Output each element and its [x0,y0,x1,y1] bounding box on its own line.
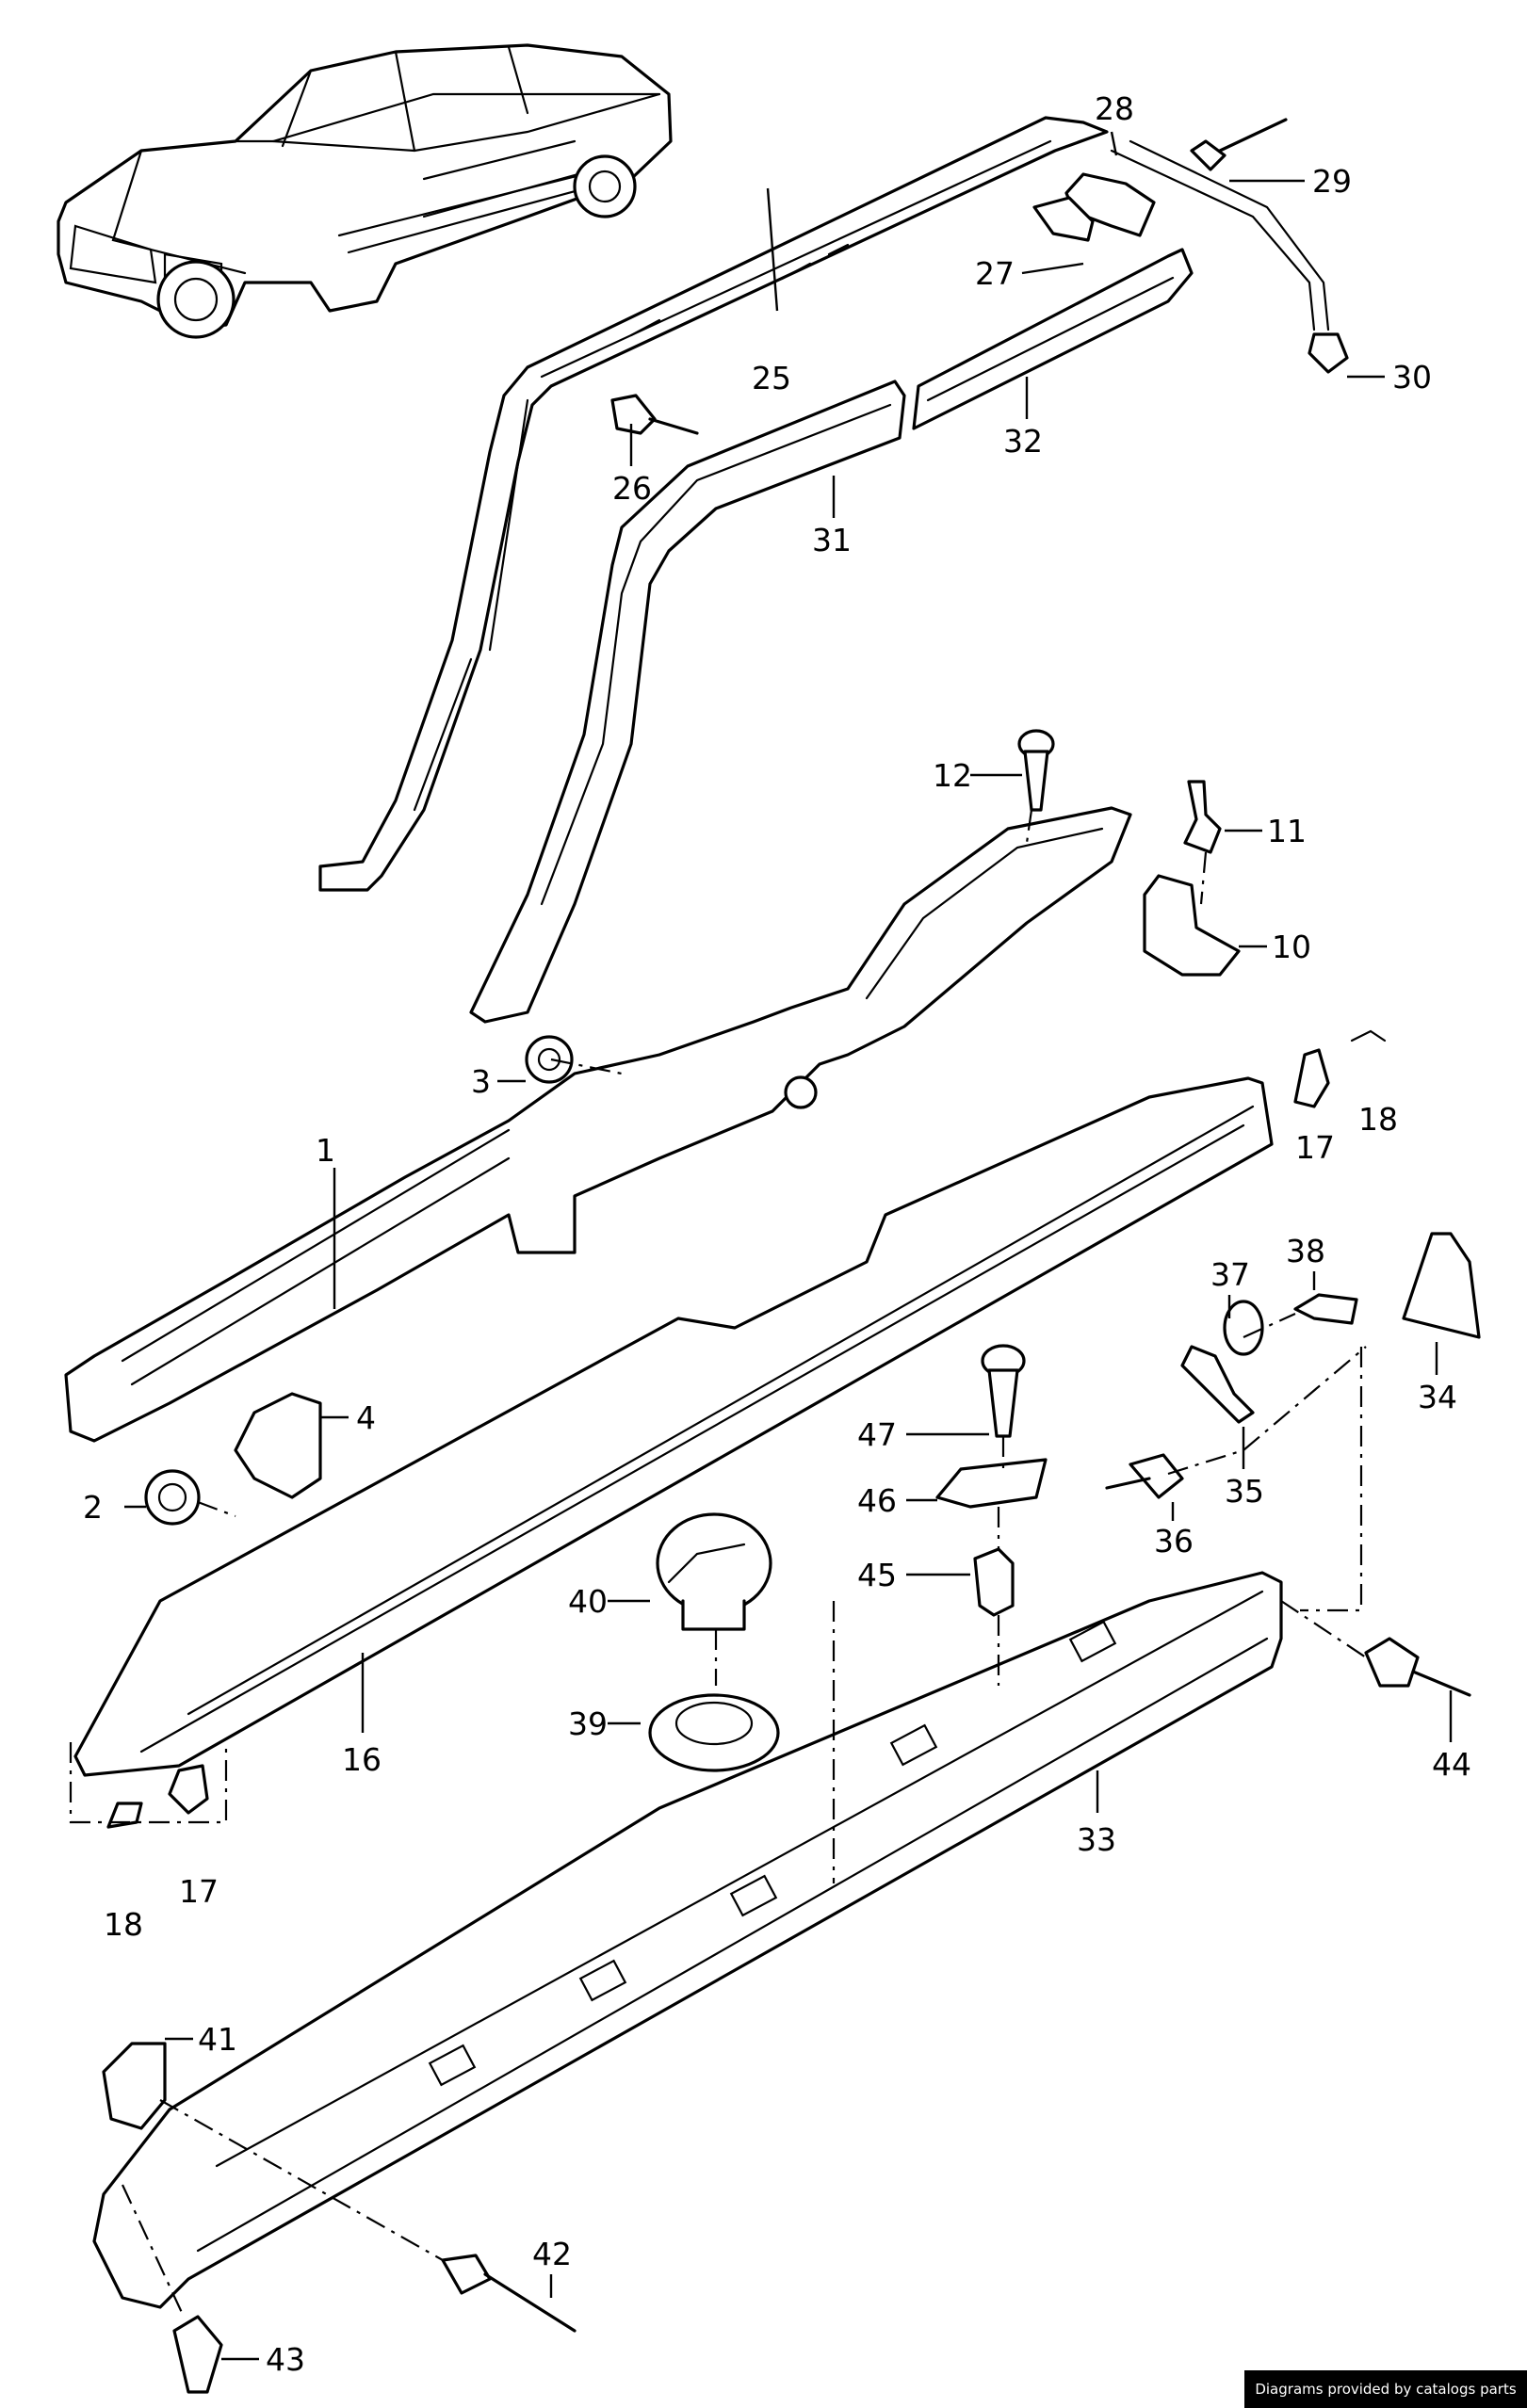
callout-45: 45 [857,1557,897,1593]
part-35-bracket [1180,1345,1255,1424]
assembly-lines [69,809,1367,2318]
callout-28: 28 [1095,90,1134,127]
callout-32: 32 [1003,423,1043,460]
callout-1: 1 [316,1132,335,1169]
part-36-clip [1105,1453,1184,1499]
callout-30: 30 [1392,359,1432,396]
part-37-washer [1223,1300,1264,1356]
callout-42: 42 [532,2236,572,2272]
part-45-plug [973,1547,1015,1617]
part-40-cap [656,1512,772,1631]
callout-16: 16 [342,1741,382,1778]
part-38-screw [1293,1293,1358,1325]
part-44-clip [1364,1637,1471,1697]
part-42-rivet [441,2254,577,2333]
part-11-clip [1183,780,1222,854]
part-34-bracket [1402,1232,1481,1339]
part-31-door-trim [469,380,906,1024]
callout-37: 37 [1210,1256,1250,1293]
callout-labels: 1 2 3 4 10 11 12 16 17 17 18 18 25 26 27… [83,90,1471,2378]
callout-25: 25 [752,360,791,396]
callout-3: 3 [471,1063,491,1100]
part-16-sill-strip [73,1076,1274,1777]
callout-27: 27 [975,255,1015,292]
callout-33: 33 [1077,1821,1116,1858]
part-41-end-cap [102,2042,167,2130]
callout-38: 38 [1286,1233,1325,1269]
part-17-end-cap-left [168,1764,209,1815]
callout-18-left: 18 [104,1906,143,1943]
callout-4: 4 [356,1399,376,1436]
part-33-side-skirt [92,1571,1283,2309]
part-30-end-cap [1110,139,1349,374]
callout-31: 31 [812,522,852,558]
callout-47: 47 [857,1416,897,1453]
part-29-rivet [1190,118,1288,171]
callout-41: 41 [198,2021,237,2058]
part-46-nut-clip [935,1458,1048,1509]
callout-17-right: 17 [1295,1129,1335,1166]
part-39-retainer [648,1693,780,1772]
part-12-screw [1017,729,1055,812]
part-10-bracket [1143,874,1241,977]
part-2-grommet [144,1469,201,1526]
part-18-clip-right [1350,1029,1387,1042]
callout-35: 35 [1225,1473,1264,1510]
callout-36: 36 [1154,1523,1194,1560]
part-17-end-cap-right [1293,1048,1330,1108]
callout-43: 43 [266,2341,305,2378]
callout-44: 44 [1432,1746,1471,1783]
part-3-grommet [525,1035,574,1084]
callout-39: 39 [568,1705,608,1742]
callout-46: 46 [857,1482,897,1519]
part-25-outer-roof-trim [318,116,1109,892]
credit-banner: Diagrams provided by catalogs parts [1244,2370,1527,2408]
part-47-screw [981,1344,1026,1438]
callout-10: 10 [1272,929,1311,965]
part-32-rear-door-trim [912,248,1194,430]
car-illustration [57,43,673,339]
callout-12: 12 [933,757,972,794]
callout-29: 29 [1312,163,1352,200]
callout-40: 40 [568,1583,608,1620]
callout-11: 11 [1267,813,1307,849]
callout-18-right: 18 [1358,1101,1398,1138]
leader-lines [124,131,1453,2361]
part-26-clip [610,394,699,435]
part-28-bracket [1032,172,1156,242]
callout-2: 2 [83,1489,103,1526]
part-43-clip [172,2315,223,2394]
callout-26: 26 [612,470,652,507]
part-4-clip [234,1392,322,1499]
part-18-clip-left [106,1802,143,1829]
callout-17-left: 17 [179,1873,219,1910]
part-1-sill-trim [64,806,1132,1443]
callout-34: 34 [1418,1379,1457,1415]
